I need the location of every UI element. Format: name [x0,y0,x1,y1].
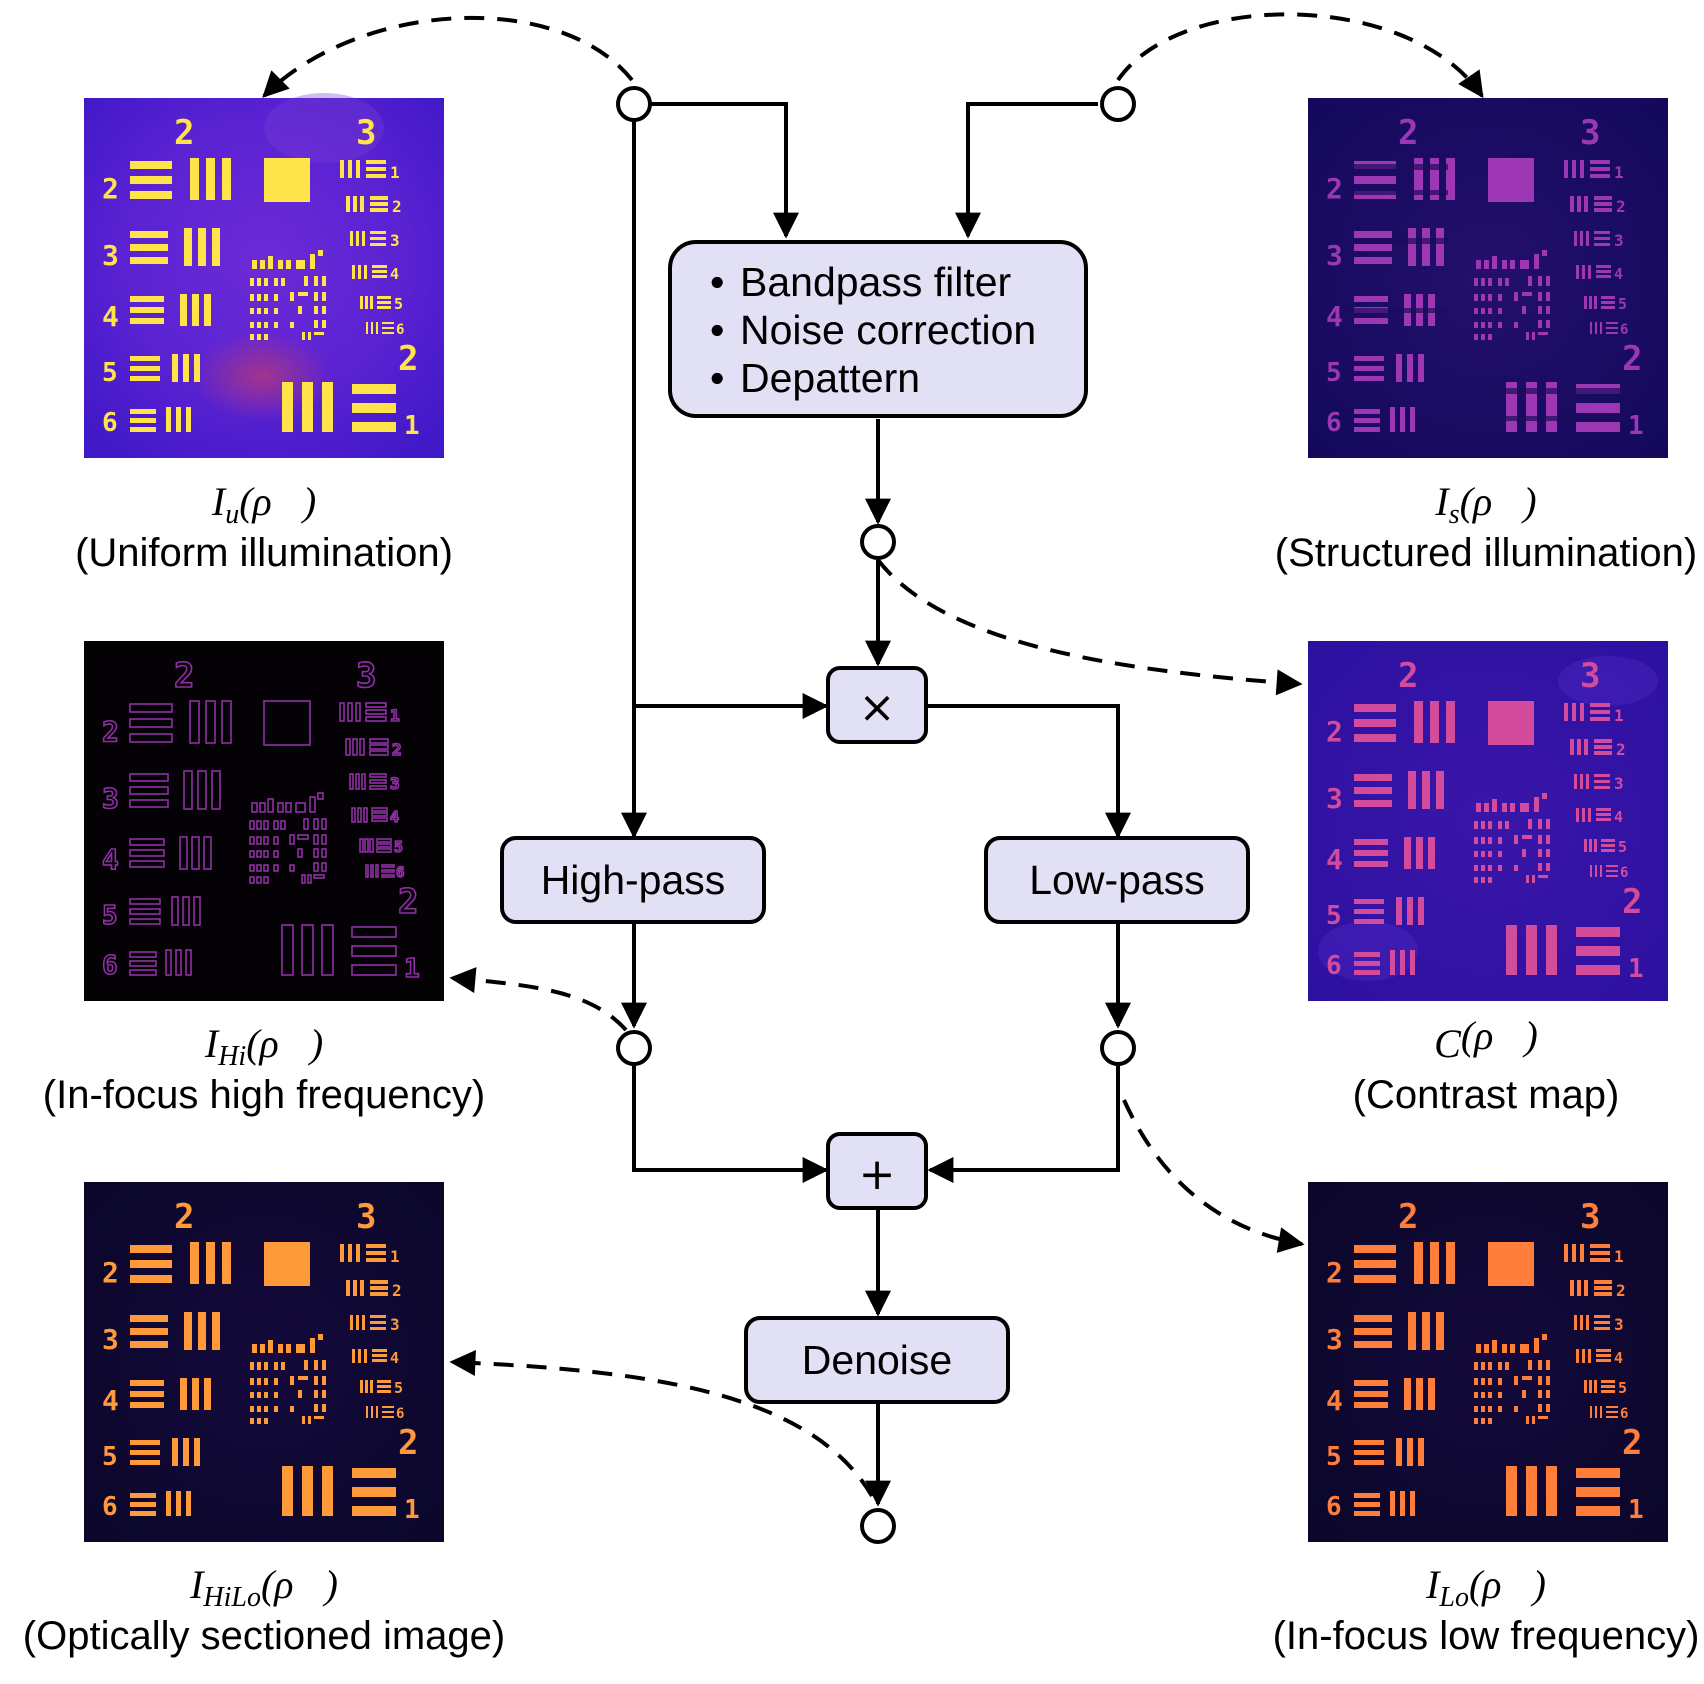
svg-text:High-pass: High-pass [541,857,726,903]
input-node-structured [1100,86,1136,122]
input-node-uniform [616,86,652,122]
svg-text:+: + [859,1149,896,1200]
svg-text:IHiLo(ρ⃗): IHiLo(ρ⃗) [189,1562,338,1613]
svg-text:•: • [710,355,724,401]
denoise-box: Denoise [744,1316,1010,1404]
low-frequency-node [1100,1030,1136,1066]
filter-item-depattern: Depattern [740,355,920,401]
dashed-callouts [262,12,1484,1498]
high-frequency-node [616,1030,652,1066]
image-high-frequency [84,641,444,1001]
filter-box: • Bandpass filter • Noise correction • D… [668,240,1088,418]
image-low-frequency [1308,1182,1668,1542]
low-pass-box: Low-pass [984,836,1250,924]
svg-text:IHi(ρ⃗): IHi(ρ⃗) [204,1021,323,1072]
svg-text:(Structured illumination): (Structured illumination) [1275,531,1697,575]
filter-item-noise: Noise correction [740,307,1036,353]
output-node [860,1508,896,1544]
add-operator: + [826,1132,928,1210]
bullet-icon: • [710,259,724,305]
svg-text:C(ρ⃗): C(ρ⃗) [1434,1013,1538,1066]
svg-text:Is(ρ⃗): Is(ρ⃗) [1434,479,1536,530]
svg-text:(Uniform illumination): (Uniform illumination) [75,531,453,575]
svg-text:(In-focus high frequency): (In-focus high frequency) [43,1073,485,1117]
image-structured-illumination [1308,98,1668,458]
svg-text:(Optically sectioned image): (Optically sectioned image) [23,1614,505,1658]
high-pass-box: High-pass [500,836,766,924]
caption-structured: Is(ρ⃗) (Structured illumination) [1275,479,1697,575]
caption-uniform: Iu(ρ⃗) (Uniform illumination) [75,479,453,575]
image-contrast-map [1308,641,1668,1001]
filter-item-bandpass: Bandpass filter [740,259,1011,305]
svg-text:•: • [710,307,724,353]
caption-sectioned: IHiLo(ρ⃗) (Optically sectioned image) [23,1562,505,1658]
image-optically-sectioned [84,1182,444,1542]
svg-text:•: • [710,259,724,305]
flow-lines [621,102,1131,1507]
multiply-operator: × [826,666,928,744]
svg-text:ILo(ρ⃗): ILo(ρ⃗) [1425,1562,1546,1613]
svg-text:Iu(ρ⃗): Iu(ρ⃗) [211,479,316,530]
image-uniform-illumination [84,93,444,458]
svg-text:Denoise: Denoise [802,1337,952,1383]
svg-text:(Contrast map): (Contrast map) [1353,1073,1620,1117]
svg-text:×: × [859,682,896,733]
caption-high-frequency: IHi(ρ⃗) (In-focus high frequency) [43,1021,485,1117]
contrast-node [860,524,896,560]
svg-text:(In-focus low frequency): (In-focus low frequency) [1273,1614,1700,1658]
bullet-icon: • [710,307,724,353]
bullet-icon: • [710,355,724,401]
svg-text:Low-pass: Low-pass [1029,857,1204,903]
caption-contrast: C(ρ⃗) (Contrast map) [1353,1013,1620,1117]
caption-low-frequency: ILo(ρ⃗) (In-focus low frequency) [1273,1562,1700,1658]
